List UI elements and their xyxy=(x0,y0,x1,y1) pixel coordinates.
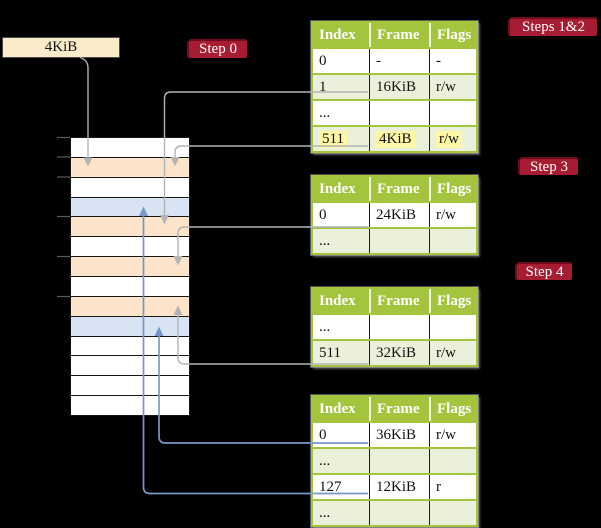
table-cell: 0 xyxy=(319,206,327,223)
column-header-frame: Frame xyxy=(369,177,429,201)
table-row: ... xyxy=(313,227,476,253)
table-cell: 4KiB xyxy=(369,127,429,151)
table-row: ... xyxy=(313,313,476,339)
table-cell: r/w xyxy=(429,127,476,151)
memory-cell-white xyxy=(71,336,189,357)
table-row: ... xyxy=(313,447,476,473)
table-cell: ... xyxy=(319,452,331,469)
table-row: ... xyxy=(313,99,476,125)
table-cell xyxy=(429,229,476,253)
highlighted-value: 511 xyxy=(319,130,347,148)
badge-step-0: Step 0 xyxy=(189,41,247,58)
table-cell xyxy=(369,501,429,525)
table-cell: 12KiB xyxy=(369,475,429,499)
table-cell xyxy=(429,315,476,339)
memory-cell-peach xyxy=(71,257,189,278)
table-row: ... xyxy=(313,499,476,525)
table-row: 511 4KiB r/w xyxy=(313,125,476,151)
memory-cell-white xyxy=(71,277,189,297)
table-cell: r/w xyxy=(429,203,476,227)
frame-size-label: 4KiB xyxy=(44,39,78,55)
table-cell: 32KiB xyxy=(369,341,429,365)
memory-cell-peach xyxy=(71,296,189,317)
memory-cell-white xyxy=(71,237,189,258)
memory-cell-white xyxy=(71,376,189,397)
memory-cell-white xyxy=(71,356,189,377)
badge-step-3: Step 3 xyxy=(520,159,578,175)
table-cell: 0 xyxy=(319,426,327,443)
table-cell: ... xyxy=(319,504,331,521)
table-cell xyxy=(369,229,429,253)
table-cell: 0 xyxy=(319,52,327,69)
table-cell: ... xyxy=(319,104,331,121)
table-cell xyxy=(369,449,429,473)
table-cell: 511 xyxy=(319,344,341,361)
table-cell xyxy=(369,315,429,339)
table-cell: r xyxy=(429,475,476,499)
memory-cell-peach xyxy=(71,157,189,178)
table-cell: - xyxy=(429,49,476,73)
table-cell xyxy=(429,101,476,125)
table-row: 0 -- xyxy=(313,47,476,73)
table-cell: 1 xyxy=(319,78,327,95)
badge-step-4: Step 4 xyxy=(517,264,572,280)
table-cell: 511 xyxy=(313,127,369,151)
memory-cell-white xyxy=(71,138,189,158)
memory-cell-white xyxy=(71,177,189,198)
column-header-flags: Flags xyxy=(429,177,476,201)
table-cell: r/w xyxy=(429,423,476,447)
highlighted-value: 4KiB xyxy=(376,130,415,148)
memory-cell-peach xyxy=(71,217,189,238)
badge-step-4-label: Step 4 xyxy=(525,263,564,280)
table-cell xyxy=(429,449,476,473)
table-cell: 24KiB xyxy=(369,203,429,227)
memory-cell-blue xyxy=(71,197,189,218)
column-header-flags: Flags xyxy=(429,289,476,313)
column-header-index: Index xyxy=(319,400,356,417)
table-cell: 127 xyxy=(319,478,342,495)
table-cell xyxy=(429,501,476,525)
table-cell: ... xyxy=(319,232,331,249)
column-header-frame: Frame xyxy=(369,397,429,421)
table-cell: 16KiB xyxy=(369,75,429,99)
table-cell: r/w xyxy=(429,341,476,365)
badge-steps-1-2: Steps 1&2 xyxy=(510,19,597,36)
table-cell xyxy=(369,101,429,125)
table-cell: 36KiB xyxy=(369,423,429,447)
column-header-flags: Flags xyxy=(429,397,476,421)
memory-cell-white xyxy=(71,396,189,416)
column-header-frame: Frame xyxy=(369,289,429,313)
memory-ticks xyxy=(57,136,70,298)
badge-step-0-label: Step 0 xyxy=(199,41,237,57)
column-header-index: Index xyxy=(319,292,356,309)
badge-step-3-label: Step 3 xyxy=(530,158,568,175)
memory-cell-blue xyxy=(71,316,189,337)
column-header-frame: Frame xyxy=(369,23,429,47)
table-cell: r/w xyxy=(429,75,476,99)
highlighted-value: r/w xyxy=(436,130,462,148)
column-header-index: Index xyxy=(319,180,356,197)
table-cell: ... xyxy=(319,318,331,335)
column-header-index: Index xyxy=(319,26,356,43)
badge-steps-1-2-label: Steps 1&2 xyxy=(522,19,585,35)
column-header-flags: Flags xyxy=(429,23,476,47)
table-cell: - xyxy=(369,49,429,73)
frame-size-box: 4KiB xyxy=(2,37,120,58)
memory-column xyxy=(70,137,190,416)
